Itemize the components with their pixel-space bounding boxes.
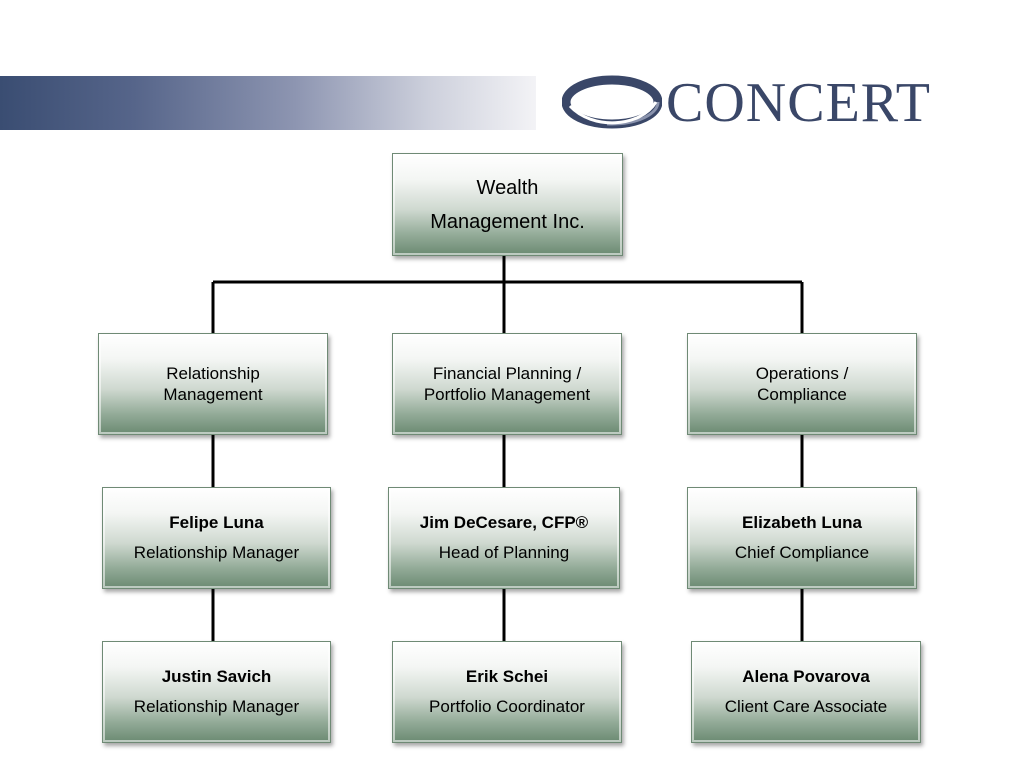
- org-node-dept-relationship: Relationship Management: [98, 333, 328, 435]
- person-title: Chief Compliance: [734, 543, 870, 562]
- org-node-dept-operations: Operations / Compliance: [687, 333, 917, 435]
- org-node-person-erik-schei: Erik Schei Portfolio Coordinator: [392, 641, 622, 743]
- org-node-dept-planning: Financial Planning / Portfolio Managemen…: [392, 333, 622, 435]
- dept-label-line-2: Portfolio Management: [423, 385, 591, 404]
- ring-swoosh-icon: [562, 75, 662, 129]
- dept-label-line-2: Management: [163, 385, 263, 404]
- person-name: Alena Povarova: [742, 667, 870, 686]
- org-node-person-jim-decesare: Jim DeCesare, CFP® Head of Planning: [388, 487, 620, 589]
- person-name: Erik Schei: [465, 667, 549, 686]
- org-node-person-elizabeth-luna: Elizabeth Luna Chief Compliance: [687, 487, 917, 589]
- dept-label-line-1: Operations /: [755, 364, 849, 383]
- person-title: Client Care Associate: [724, 697, 888, 716]
- person-name: Jim DeCesare, CFP®: [419, 513, 589, 532]
- dept-label-line-1: Financial Planning /: [432, 364, 582, 383]
- person-name: Felipe Luna: [169, 513, 264, 532]
- person-title: Relationship Manager: [133, 697, 300, 716]
- root-line-2: Management Inc.: [430, 210, 585, 233]
- org-node-person-alena-povarova: Alena Povarova Client Care Associate: [691, 641, 921, 743]
- concert-logo: CONCERT: [562, 70, 962, 136]
- person-title: Head of Planning: [438, 543, 570, 562]
- dept-label-line-1: Relationship: [166, 364, 260, 383]
- root-line-1: Wealth: [476, 176, 539, 199]
- org-node-root: Wealth Management Inc.: [392, 153, 623, 256]
- person-name: Elizabeth Luna: [742, 513, 862, 532]
- org-node-person-justin-savich: Justin Savich Relationship Manager: [102, 641, 331, 743]
- header-gradient-bar: [0, 76, 536, 130]
- person-title: Portfolio Coordinator: [429, 697, 585, 716]
- dept-label-line-2: Compliance: [757, 385, 847, 404]
- person-title: Relationship Manager: [133, 543, 300, 562]
- org-node-person-felipe-luna: Felipe Luna Relationship Manager: [102, 487, 331, 589]
- person-name: Justin Savich: [161, 667, 272, 686]
- logo-text: CONCERT: [666, 72, 931, 134]
